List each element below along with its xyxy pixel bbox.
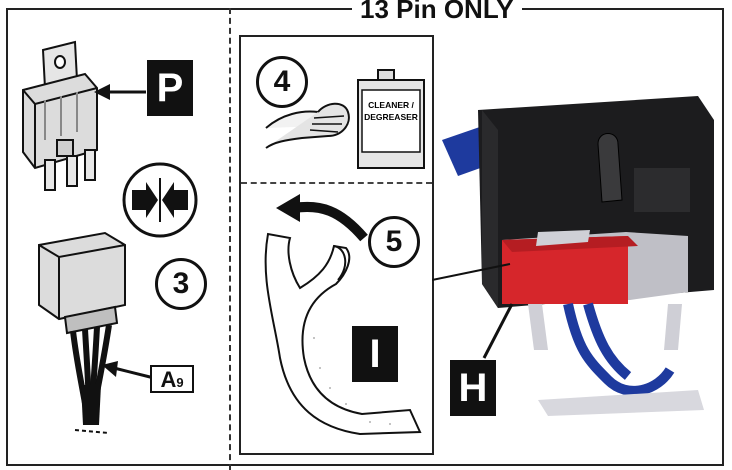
relay-icon bbox=[15, 40, 135, 200]
harness-connector-icon bbox=[25, 225, 155, 440]
cleaner-can-icon: CLEANER / DEGREASER bbox=[352, 68, 430, 172]
page-title: 13 Pin ONLY bbox=[352, 0, 522, 22]
label-i: I bbox=[352, 326, 398, 382]
can-label-line1: CLEANER / bbox=[368, 100, 414, 110]
pointer-arrow-icon bbox=[92, 80, 148, 104]
can-label-line2: DEGREASER bbox=[364, 112, 418, 122]
label-h: H bbox=[450, 360, 496, 416]
step-3-number: 3 bbox=[155, 258, 207, 310]
hand-wiping-icon bbox=[262, 92, 354, 158]
panel-callout-line bbox=[432, 260, 512, 290]
section-divider bbox=[229, 8, 231, 470]
panel-divider bbox=[241, 182, 432, 184]
pointer-line-h-icon bbox=[480, 300, 520, 360]
pointer-arrow-a9-icon bbox=[100, 360, 156, 388]
adhesive-strip-icon bbox=[250, 218, 430, 448]
label-p: P bbox=[147, 60, 193, 116]
